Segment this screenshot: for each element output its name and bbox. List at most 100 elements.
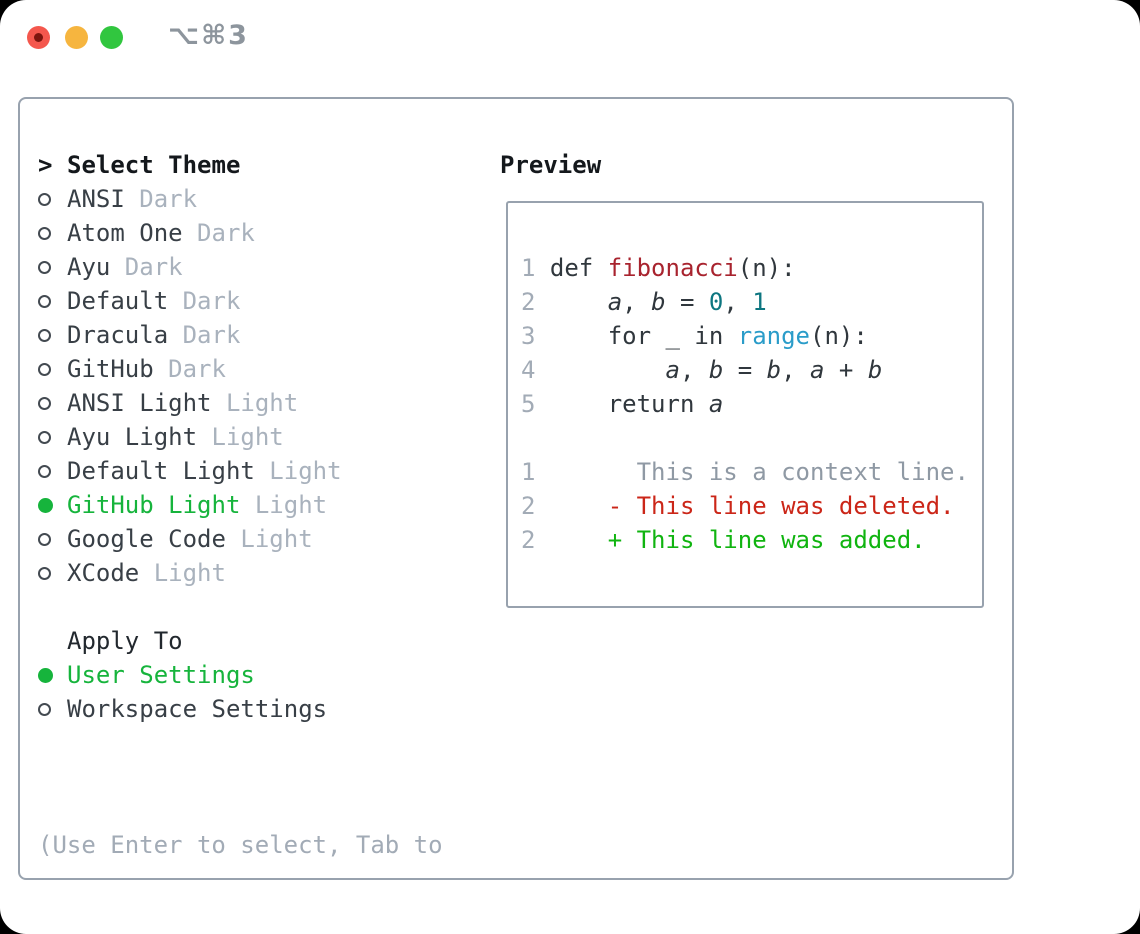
theme-option[interactable]: ANSI Light Light [38,386,443,420]
option-label: Atom One [67,219,183,247]
code-line: 4 a, b = b, a + b [521,353,982,387]
radio-icon [38,532,51,546]
line-number: 3 [521,322,536,350]
option-variant: Light [211,389,299,417]
close-button[interactable] [27,26,50,49]
code-token: b [867,356,883,384]
section-gap [38,726,443,760]
theme-option[interactable]: Ayu Light Light [38,420,443,454]
option-label: Google Code [67,525,226,553]
prompt-caret-icon: > [38,151,53,179]
radio-slot [38,192,67,206]
line-number: 2 [521,288,536,316]
theme-option[interactable]: Default Light Light [38,454,443,488]
radio-slot [38,532,67,546]
option-label: ANSI Light [67,389,212,417]
code-token: This is a context line. [535,458,969,486]
option-label: Ayu [67,253,111,281]
option-variant: Light [225,525,313,553]
option-label: User Settings [67,661,255,689]
apply-to-title: Apply To [67,627,183,655]
radio-slot [38,294,67,308]
hint-line-1: (Use Enter to select, Tab to [38,831,443,859]
option-label: Ayu Light [67,423,198,451]
option-label: GitHub Light [67,491,241,519]
preview-column: Preview 1 def fibonacci(n):2 a, b = 0, 1… [500,148,984,608]
code-token [535,356,665,384]
code-line: 2 + This line was added. [521,523,982,557]
option-label: Workspace Settings [67,695,328,723]
radio-slot [38,260,67,274]
code-token: b [766,356,782,384]
radio-icon [38,396,51,410]
theme-option[interactable]: Ayu Dark [38,250,443,284]
radio-icon [38,294,51,308]
code-token: , [723,288,753,316]
theme-option[interactable]: Google Code Light [38,522,443,556]
minimize-button[interactable] [65,26,88,49]
line-number: 1 [521,254,536,282]
radio-slot [38,396,67,410]
zoom-button[interactable] [100,26,123,49]
code-token: b [708,356,724,384]
hint-line-2: change focus) [38,930,443,934]
code-token: a [810,356,825,384]
option-label: ANSI [67,185,125,213]
line-number: 1 [521,458,536,486]
select-theme-header: > Select Theme [38,148,443,182]
close-dot-icon [34,33,43,42]
code-line: 1 This is a context line. [521,455,982,489]
code-token: range [737,322,810,350]
option-variant: Light [139,559,226,587]
code-token: (n): [737,254,796,282]
code-token [535,288,607,316]
code-token: a [665,356,680,384]
code-token: - This line was deleted. [607,492,955,520]
theme-option[interactable]: GitHub Light Light [38,488,443,522]
option-variant: Dark [168,287,241,315]
radio-slot [38,328,67,342]
code-token: , [622,288,652,316]
option-label: GitHub [67,355,154,383]
preview-header: Preview [500,148,984,182]
line-number: 4 [521,356,536,384]
code-token: a [708,390,724,418]
radio-slot [38,667,67,683]
theme-option[interactable]: ANSI Dark [38,182,443,216]
code-token: b [651,288,666,316]
radio-icon [38,260,51,274]
theme-option[interactable]: Dracula Dark [38,318,443,352]
code-token: (n): [810,322,868,350]
theme-option[interactable]: Default Dark [38,284,443,318]
code-line: 2 - This line was deleted. [521,489,982,523]
radio-slot [38,464,67,478]
option-variant: Light [254,457,342,485]
radio-selected-icon [38,497,53,513]
radio-icon [38,328,51,342]
radio-slot [38,226,67,240]
option-label: XCode [67,559,140,587]
theme-option[interactable]: GitHub Dark [38,352,443,386]
option-label: Dracula [67,321,169,349]
code-token: = [723,356,767,384]
radio-slot [38,702,67,716]
theme-option[interactable]: XCode Light [38,556,443,590]
radio-slot [38,430,67,444]
apply-to-option[interactable]: Workspace Settings [38,692,443,726]
theme-option[interactable]: Atom One Dark [38,216,443,250]
radio-icon [38,192,51,206]
code-line: 5 return a [521,387,982,421]
radio-icon [38,566,51,580]
apply-to-option[interactable]: User Settings [38,658,443,692]
window-shortcut-title: ⌥⌘3 [168,20,249,51]
select-theme-title: Select Theme [67,151,241,179]
code-token: , [781,356,811,384]
section-gap [38,590,443,624]
code-token: , [679,356,709,384]
titlebar: ⌥⌘3 [0,0,1140,97]
